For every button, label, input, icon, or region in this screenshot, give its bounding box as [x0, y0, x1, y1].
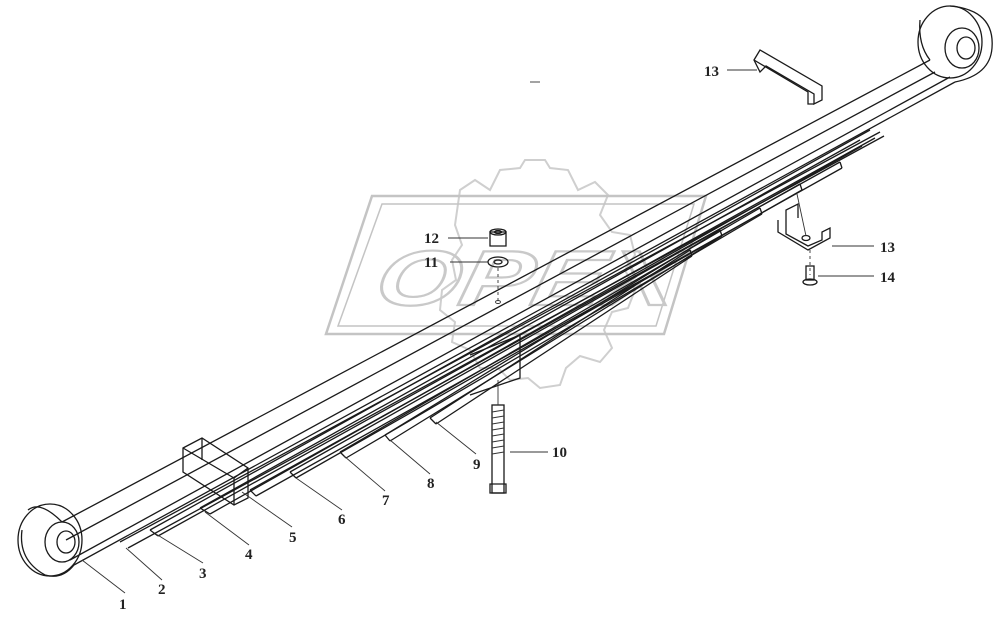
clip-bolt	[802, 250, 818, 286]
callout-14: 14	[880, 270, 896, 286]
center-nut	[489, 228, 507, 247]
callouts: 1 2 3 4 5 6 7 8 9 10 11 12 13 13 14	[119, 64, 896, 613]
leaf-stack	[119, 129, 885, 549]
callout-12: 12	[424, 231, 439, 247]
callout-11: 11	[424, 255, 438, 271]
callout-13-top: 13	[704, 64, 719, 80]
left-eye	[17, 503, 83, 577]
rebound-clip-top	[753, 49, 823, 106]
callout-7: 7	[382, 493, 390, 509]
callout-10: 10	[552, 445, 567, 461]
rebound-clip-bottom	[777, 193, 831, 251]
callout-3: 3	[199, 566, 207, 582]
callout-4: 4	[245, 547, 253, 563]
callout-5: 5	[289, 530, 297, 546]
leaf-spring	[17, 5, 993, 577]
callout-13-bottom: 13	[880, 240, 895, 256]
spring-clamp	[182, 437, 249, 506]
right-eye	[917, 5, 993, 83]
leader-lines	[81, 69, 874, 594]
callout-2: 2	[158, 582, 166, 598]
watermark-badge	[324, 194, 708, 336]
callout-8: 8	[427, 476, 435, 492]
callout-9: 9	[473, 457, 481, 473]
center-bolt	[489, 380, 507, 494]
watermark-gear-icon	[438, 159, 637, 390]
callout-6: 6	[338, 512, 346, 528]
callout-1: 1	[119, 597, 127, 613]
main-leaf	[61, 59, 956, 566]
